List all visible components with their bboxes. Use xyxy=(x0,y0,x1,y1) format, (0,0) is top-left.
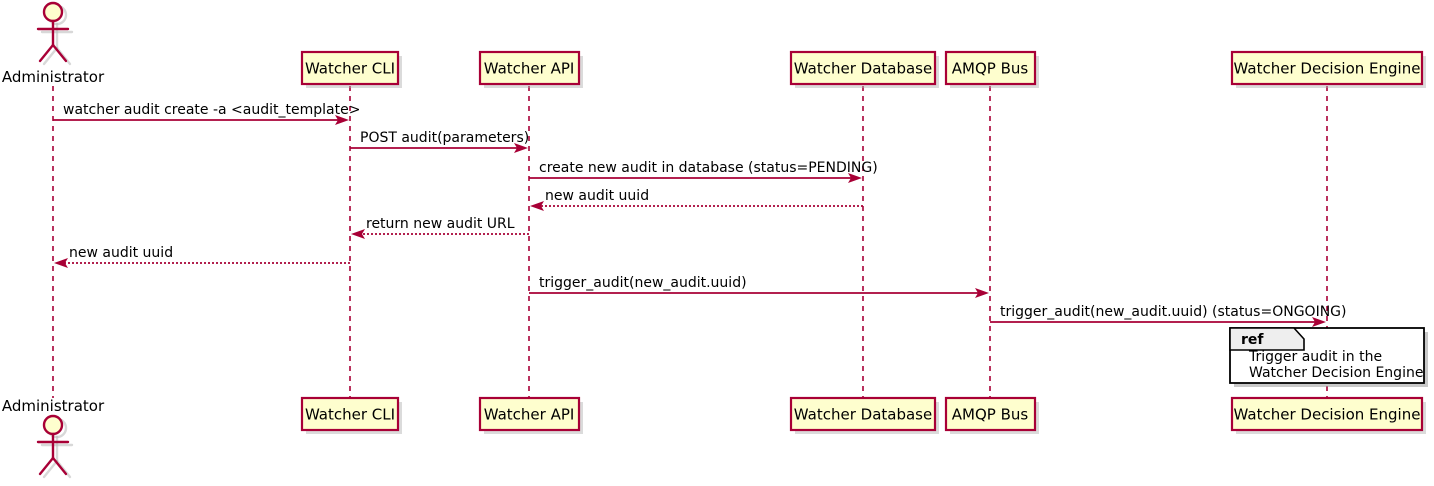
message-watcher-audit-create[interactable]: watcher audit create -a <audit_template> xyxy=(53,102,360,125)
participant-watcher-database-bottom[interactable]: Watcher Database xyxy=(789,396,939,434)
participant-amqp-bus-bottom[interactable]: AMQP Bus xyxy=(944,396,1039,434)
message-return-new-audit-url[interactable]: return new audit URL xyxy=(351,216,529,239)
actor-leg-right-icon xyxy=(51,456,68,476)
arrowhead-right-icon xyxy=(1312,317,1326,327)
participant-box xyxy=(300,396,400,432)
actor-leg-left-icon xyxy=(38,43,55,63)
participant-label-watcher-api-bottom: Watcher API xyxy=(484,406,575,424)
participant-watcher-api-top[interactable]: Watcher API xyxy=(478,50,583,88)
ref-line-1: Trigger audit in the xyxy=(1248,349,1382,365)
actor-leg-right-icon xyxy=(51,43,68,63)
message-label: trigger_audit(new_audit.uuid) (status=ON… xyxy=(1000,304,1346,320)
participant-box xyxy=(1230,396,1424,432)
arrowhead-left-icon xyxy=(351,229,365,239)
participant-watcher-api-bottom[interactable]: Watcher API xyxy=(478,396,583,434)
participant-label-amqp-bus-top: AMQP Bus xyxy=(952,60,1029,78)
message-label: watcher audit create -a <audit_template> xyxy=(63,102,360,118)
actor-administrator-top[interactable]: Administrator xyxy=(2,1,105,86)
actor-label-administrator-top: Administrator xyxy=(2,68,105,86)
participant-box xyxy=(300,50,400,86)
participant-label-watcher-cli-bottom: Watcher CLI xyxy=(305,406,395,424)
message-label: POST audit(parameters) xyxy=(360,130,529,146)
participant-watcher-decision-engine-bottom[interactable]: Watcher Decision Engine xyxy=(1230,396,1426,434)
ref-fragment[interactable]: ref Trigger audit in the Watcher Decisio… xyxy=(1229,327,1428,387)
participant-label-watcher-database-bottom: Watcher Database xyxy=(794,406,932,424)
message-label: new audit uuid xyxy=(69,245,173,261)
message-trigger-audit[interactable]: trigger_audit(new_audit.uuid) xyxy=(529,275,989,298)
participant-box xyxy=(478,50,581,86)
arrowhead-right-icon xyxy=(975,288,989,298)
participant-box xyxy=(1230,50,1424,86)
participant-box xyxy=(944,396,1037,432)
message-label: return new audit URL xyxy=(366,216,515,232)
participant-box xyxy=(789,396,937,432)
participant-watcher-database-top[interactable]: Watcher Database xyxy=(789,50,939,88)
participant-label-watcher-decision-engine-top: Watcher Decision Engine xyxy=(1234,60,1421,78)
participant-label-amqp-bus-bottom: AMQP Bus xyxy=(952,406,1029,424)
message-label: trigger_audit(new_audit.uuid) xyxy=(539,275,747,291)
arrowhead-right-icon xyxy=(335,115,349,125)
actor-leg-left-icon xyxy=(38,456,55,476)
actor-head-icon xyxy=(42,1,64,23)
message-new-audit-uuid-to-admin[interactable]: new audit uuid xyxy=(54,245,350,268)
message-trigger-audit-ongoing[interactable]: trigger_audit(new_audit.uuid) (status=ON… xyxy=(990,304,1346,327)
participant-label-watcher-cli-top: Watcher CLI xyxy=(305,60,395,78)
participant-box xyxy=(478,396,581,432)
message-label: new audit uuid xyxy=(545,188,649,204)
participant-watcher-cli-top[interactable]: Watcher CLI xyxy=(300,50,402,88)
actor-administrator-bottom[interactable]: Administrator xyxy=(2,397,105,479)
participant-label-watcher-api-top: Watcher API xyxy=(484,60,575,78)
arrowhead-left-icon xyxy=(54,258,68,268)
participant-label-watcher-decision-engine-bottom: Watcher Decision Engine xyxy=(1234,406,1421,424)
message-new-audit-uuid-to-api[interactable]: new audit uuid xyxy=(530,188,863,211)
participant-watcher-cli-bottom[interactable]: Watcher CLI xyxy=(300,396,402,434)
actor-head-icon xyxy=(42,414,64,436)
message-post-audit[interactable]: POST audit(parameters) xyxy=(350,130,529,153)
lifelines xyxy=(52,86,1328,398)
ref-keyword-label: ref xyxy=(1241,332,1264,348)
participant-box xyxy=(944,50,1037,86)
participant-box xyxy=(789,50,937,86)
participant-amqp-bus-top[interactable]: AMQP Bus xyxy=(944,50,1039,88)
participant-watcher-decision-engine-top[interactable]: Watcher Decision Engine xyxy=(1230,50,1426,88)
arrowhead-left-icon xyxy=(530,201,544,211)
arrowhead-right-icon xyxy=(848,173,862,183)
message-label: create new audit in database (status=PEN… xyxy=(539,160,878,176)
actor-label-administrator-bottom: Administrator xyxy=(2,397,105,415)
participant-label-watcher-database-top: Watcher Database xyxy=(794,60,932,78)
ref-line-2: Watcher Decision Engine xyxy=(1249,365,1423,381)
message-create-new-audit[interactable]: create new audit in database (status=PEN… xyxy=(529,160,878,183)
ref-tab xyxy=(1229,327,1305,351)
arrowhead-right-icon xyxy=(514,143,528,153)
